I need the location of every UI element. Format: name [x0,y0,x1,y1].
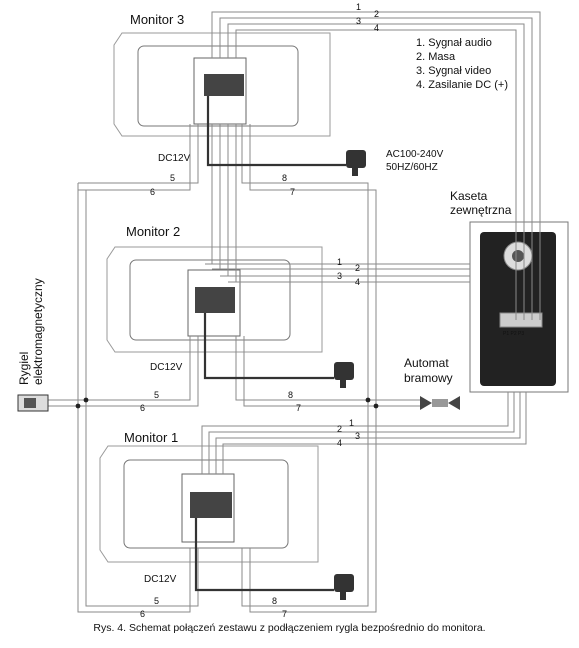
wire-number-labels: 1 2 3 4 5 6 8 7 1 2 3 4 5 6 8 7 2 1 4 3 … [140,2,379,619]
wire-number: 1 [337,257,342,267]
legend-item: 2. Masa [416,51,456,63]
outdoor-unit-label-2: zewnętrzna [450,203,512,217]
wire-number: 2 [374,9,379,19]
wire-number: 6 [140,609,145,619]
power-adapter-icon [334,574,354,592]
monitor-1-title: Monitor 1 [124,430,178,445]
monitor-3-dc-label: DC12V [158,153,191,164]
wire-number: 5 [154,390,159,400]
wire-number: 1 [349,418,354,428]
wire-number: 6 [140,403,145,413]
wire-number: 5 [154,596,159,606]
wire-number: 3 [337,271,342,281]
monitor-3-title: Monitor 3 [130,12,184,27]
legend-item: 3. Sygnał video [416,65,491,77]
wire-number: 2 [337,424,342,434]
figure-caption: Rys. 4. Schemat połączeń zestawu z podłą… [93,622,486,634]
legend-item: 4. Zasilanie DC (+) [416,79,508,91]
wire-number: 7 [282,609,287,619]
camera-center-icon [512,250,524,262]
power-adapter-2 [334,362,354,388]
wire-number: 7 [296,403,301,413]
monitor-1: Monitor 1 DC12V [99,430,319,585]
wire-number: 5 [170,173,175,183]
monitor-2-dc-label: DC12V [150,362,183,373]
lock-label-2: elektromagnetyczny [31,278,45,385]
loop-wiring [40,124,420,613]
wire-number: 8 [272,596,277,606]
electromagnetic-lock [17,394,49,412]
monitor-3-terminal-block [204,74,244,96]
monitor-1-terminal-plate [181,473,235,543]
wire-number: 8 [288,390,293,400]
outdoor-unit-panel [480,232,556,386]
monitor-3: Monitor 3 DC12V [113,12,331,164]
outdoor-terminal-labels: P1 P2 P3 [503,331,524,337]
monitor-2-title: Monitor 2 [126,224,180,239]
wire-number: 7 [290,187,295,197]
gate-label-2: bramowy [404,371,453,385]
power-adapter-1 [334,574,354,600]
legend-item: 1. Sygnał audio [416,37,492,49]
wire-number: 2 [355,263,360,273]
wire-number: 3 [356,16,361,26]
gate-automat [420,396,460,410]
power-adapter-3 [346,150,366,176]
monitor-1-terminal-block [190,492,232,518]
gate-label-1: Automat [404,356,449,370]
gate-icon [420,396,432,410]
wire-number: 8 [282,173,287,183]
wiring-diagram: Monitor 3 DC12V Monitor 2 DC12V Monitor … [17,2,569,619]
bus-wiring [201,11,541,474]
monitor-2: Monitor 2 DC12V [106,224,323,373]
power-adapter-icon [346,150,366,168]
power-adapter-icon [334,362,354,380]
wire-number: 4 [374,23,379,33]
legend: 1. Sygnał audio 2. Masa 3. Sygnał video … [416,37,508,91]
outdoor-unit: P1 P2 P3 Kaseta zewnętrzna [450,189,569,393]
wire-number: 3 [355,431,360,441]
wire-number: 6 [150,187,155,197]
power-cables [194,96,346,592]
monitor-2-terminal-block [195,287,235,313]
ac-power-label-2: 50HZ/60HZ [386,162,438,173]
outdoor-terminal-block [499,312,543,328]
wire-number: 1 [356,2,361,12]
monitor-1-dc-label: DC12V [144,574,177,585]
monitor-2-terminal-plate [187,269,241,337]
wire-number: 4 [337,438,342,448]
lock-label-1: Rygiel [17,352,31,385]
outdoor-unit-label-1: Kaseta [450,189,488,203]
ac-power-label-1: AC100-240V [386,149,444,160]
wire-number: 4 [355,277,360,287]
